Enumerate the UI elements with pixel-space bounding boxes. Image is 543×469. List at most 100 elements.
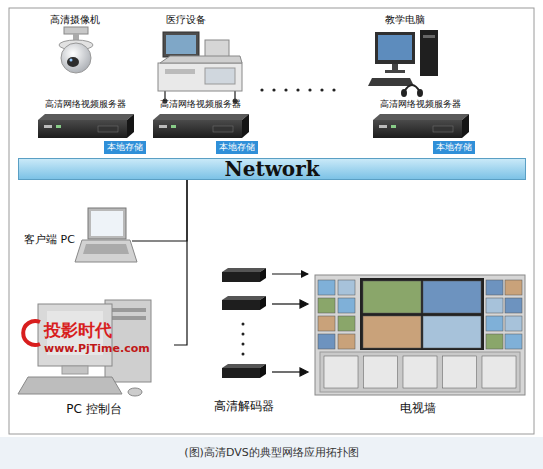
video-server-box-part bbox=[56, 125, 61, 128]
ellipsis-dots-part bbox=[308, 88, 311, 91]
teaching-computer-part bbox=[417, 89, 423, 97]
vertical-dots bbox=[242, 323, 245, 356]
node-label: 电视墙 bbox=[308, 401, 528, 415]
video-server-box-part bbox=[159, 125, 167, 128]
pc-console-illustration-part bbox=[128, 388, 142, 396]
medical-equipment bbox=[158, 32, 242, 104]
screen-tiles-part bbox=[505, 316, 522, 331]
pc-console-illustration-part bbox=[110, 316, 146, 320]
decoder-box-part bbox=[260, 296, 266, 310]
screen-tiles-part bbox=[486, 298, 503, 313]
decoder-box bbox=[222, 296, 266, 310]
video-server: 高清网络视频服务器 bbox=[371, 99, 470, 139]
teaching-computer-part bbox=[375, 32, 415, 64]
computer-node: 教学电脑 bbox=[365, 12, 445, 96]
vertical-dots-part bbox=[242, 333, 245, 336]
ellipsis-dots-part bbox=[296, 88, 299, 91]
screen-tiles-part bbox=[423, 281, 481, 313]
tv-wall-illustration-part bbox=[315, 275, 525, 395]
decoder-arrow-part bbox=[272, 371, 302, 372]
teaching-computer-part bbox=[392, 64, 398, 70]
hd-camera-part bbox=[67, 57, 79, 67]
hd-camera-part bbox=[64, 27, 88, 34]
video-server-box-part bbox=[98, 126, 118, 132]
video-server-box bbox=[373, 114, 469, 138]
video-server: 高清网络视频服务器 bbox=[151, 99, 250, 139]
medical-equipment-part bbox=[165, 69, 195, 74]
medical-equipment-part bbox=[160, 56, 242, 63]
outer-frame bbox=[9, 8, 534, 434]
teaching-computer-part bbox=[378, 35, 412, 60]
screen-tiles-part bbox=[443, 356, 477, 388]
screen-tiles-part bbox=[486, 316, 503, 331]
decoder-box-part bbox=[260, 268, 266, 282]
screen-tiles-part bbox=[486, 334, 503, 349]
decoder-arrow bbox=[272, 300, 308, 376]
tv-wall-illustration-part bbox=[320, 352, 520, 392]
laptop-part bbox=[91, 211, 123, 236]
ellipsis-dots-part bbox=[284, 88, 287, 91]
pc-console-illustration-part bbox=[62, 366, 88, 374]
equipment-node: 医疗设备 bbox=[150, 12, 245, 104]
hd-camera bbox=[59, 27, 93, 73]
video-server-box-part bbox=[433, 126, 453, 132]
video-server: 高清网络视频服务器 bbox=[36, 99, 135, 139]
video-server-box bbox=[38, 114, 134, 138]
camera-node: 高清摄像机 bbox=[37, 12, 113, 90]
medical-equipment-part bbox=[166, 35, 196, 54]
video-server-box-part bbox=[44, 125, 52, 128]
tag-text: 本地存储 bbox=[219, 142, 255, 153]
caption-band bbox=[0, 437, 543, 469]
decoder-arrow-part bbox=[300, 368, 308, 376]
video-server-box-part bbox=[153, 120, 242, 138]
decoder-box-part bbox=[222, 268, 266, 272]
tag-text: 本地存储 bbox=[436, 142, 472, 153]
node-label: 高清网络视频服务器 bbox=[151, 99, 250, 110]
pc-console: PC 控制台 bbox=[14, 298, 174, 420]
screen-tiles-part bbox=[363, 316, 421, 348]
connector-line bbox=[132, 180, 187, 241]
screen-tiles-part bbox=[505, 298, 522, 313]
tv-wall-illustration bbox=[315, 275, 525, 395]
decoder-arrow-part bbox=[272, 303, 302, 304]
medical-equipment-part bbox=[163, 32, 199, 57]
video-server-box-part bbox=[373, 114, 469, 120]
storage-tag: 本地存储 bbox=[104, 141, 146, 154]
video-server-box-part bbox=[171, 125, 176, 128]
laptop bbox=[75, 208, 137, 262]
vertical-dots-part bbox=[242, 353, 245, 356]
decoder-box bbox=[222, 268, 266, 282]
hd-camera-part bbox=[70, 59, 73, 62]
screen-tiles-part bbox=[338, 316, 355, 331]
medical-equipment-part bbox=[205, 68, 235, 84]
figure-caption: (图)高清DVS的典型网络应用拓扑图 bbox=[0, 446, 543, 459]
screen-tiles-part bbox=[364, 356, 398, 388]
laptop-part bbox=[75, 240, 137, 262]
ellipsis-dots bbox=[260, 88, 335, 91]
pc-console-illustration-part bbox=[38, 304, 112, 366]
video-server-box bbox=[153, 114, 249, 138]
tv-wall: 电视墙 bbox=[308, 272, 528, 420]
ellipsis-dots-part bbox=[320, 88, 323, 91]
decoder-box-part bbox=[222, 300, 260, 310]
video-server-box-part bbox=[379, 125, 387, 128]
vertical-dots-part bbox=[242, 323, 245, 326]
laptop-part bbox=[88, 208, 126, 239]
laptop-part bbox=[83, 244, 129, 254]
node-label: 高清网络视频服务器 bbox=[371, 99, 470, 110]
hd-camera-part bbox=[61, 43, 91, 73]
node-label: 教学电脑 bbox=[365, 14, 445, 26]
pc-console-illustration-part bbox=[18, 377, 122, 394]
teaching-computer-part bbox=[401, 89, 407, 97]
ellipsis-dots-part bbox=[272, 88, 275, 91]
screen-tiles-part bbox=[505, 334, 522, 349]
network-title: Network bbox=[224, 157, 319, 181]
screen-tiles-part bbox=[403, 356, 437, 388]
node-label: 客户端 PC bbox=[24, 233, 84, 246]
teaching-computer bbox=[368, 30, 438, 97]
ellipsis-dots-part bbox=[332, 88, 335, 91]
ellipsis-dots-part bbox=[260, 88, 263, 91]
node-label: 医疗设备 bbox=[150, 14, 222, 26]
